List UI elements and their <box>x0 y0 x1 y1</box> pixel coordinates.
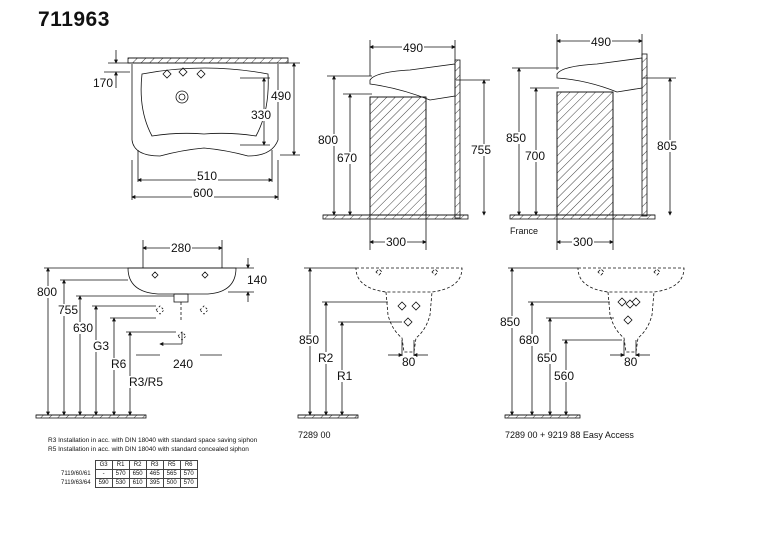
dim-300-side1: 300 <box>385 235 408 249</box>
dim-280: 280 <box>170 241 193 255</box>
side-view-2 <box>509 34 676 250</box>
label-france: France <box>510 226 539 236</box>
product-number: 711963 <box>38 8 110 31</box>
col-header: R6 <box>179 460 198 470</box>
label-r6: R6 <box>110 357 128 371</box>
table-cell: 565 <box>162 469 181 479</box>
dim-140: 140 <box>246 273 269 287</box>
dim-630-front: 630 <box>72 321 95 335</box>
col-header: R5 <box>162 460 181 470</box>
table-cell: 465 <box>145 469 164 479</box>
dim-80-mid: 80 <box>401 355 417 369</box>
front-elevation <box>35 240 254 419</box>
table-cell: 610 <box>128 478 147 488</box>
row-label: 7119/63/64 <box>61 480 91 486</box>
dim-800-front: 800 <box>36 285 59 299</box>
side-view-1 <box>322 40 490 250</box>
dim-800-side1: 800 <box>317 133 340 147</box>
dim-805-side2: 805 <box>656 139 679 153</box>
dim-490-side2: 490 <box>590 35 613 49</box>
row-label: 7119/60/61 <box>61 471 91 477</box>
table-cell: 590 <box>94 478 113 488</box>
dim-700-side2: 700 <box>524 149 547 163</box>
table-cell: 500 <box>162 478 181 488</box>
dim-330: 330 <box>250 108 273 122</box>
label-r1: R1 <box>336 369 354 383</box>
label-g3: G3 <box>92 339 111 353</box>
col-header: G3 <box>94 460 113 470</box>
dim-670-side1: 670 <box>336 151 359 165</box>
note-r5: R5 Installation in acc. with DIN 18040 w… <box>48 446 249 453</box>
dim-850-side2: 850 <box>505 131 528 145</box>
table-cell: 395 <box>145 478 164 488</box>
label-r2: R2 <box>317 351 335 365</box>
label-r3-r5: R3/R5 <box>128 375 165 389</box>
front-elevation-easy-access <box>504 267 685 419</box>
front-elevation-7289 <box>297 267 463 419</box>
table-cell: - <box>94 469 113 479</box>
dim-755-side1: 755 <box>470 143 493 157</box>
table-row: 7119/63/64 590 530 610 395 500 570 <box>58 478 198 488</box>
caption-7289: 7289 00 <box>298 430 331 440</box>
col-header: R3 <box>145 460 164 470</box>
note-r3: R3 Installation in acc. with DIN 18040 w… <box>48 437 258 444</box>
table-cell: 650 <box>128 469 147 479</box>
dim-490-side1: 490 <box>402 41 425 55</box>
caption-easy-access: 7289 00 + 9219 88 Easy Access <box>505 430 634 440</box>
basin-plan-view <box>104 50 300 200</box>
dim-600: 600 <box>192 186 215 200</box>
dim-490: 490 <box>270 89 293 103</box>
dim-680-right: 680 <box>518 333 541 347</box>
dim-650-right: 650 <box>536 351 559 365</box>
table-cell: 570 <box>111 469 130 479</box>
dim-755-front: 755 <box>57 303 80 317</box>
dim-170: 170 <box>92 76 115 90</box>
col-header: R2 <box>128 460 147 470</box>
table-cell: 570 <box>179 469 198 479</box>
dim-240: 240 <box>172 357 195 371</box>
dim-850-right: 850 <box>499 315 522 329</box>
table-row: 7119/60/61 - 570 650 465 565 570 <box>58 469 198 479</box>
table-cell: 570 <box>179 478 198 488</box>
dim-560-right: 560 <box>553 369 576 383</box>
table-cell: 530 <box>111 478 130 488</box>
dim-850-mid: 850 <box>298 333 321 347</box>
table-header-row: G3 R1 R2 R3 R5 R6 <box>58 460 198 470</box>
spec-table: G3 R1 R2 R3 R5 R6 7119/60/61 - 570 650 4… <box>58 460 198 488</box>
col-header: R1 <box>111 460 130 470</box>
dim-80-right: 80 <box>623 355 639 369</box>
dim-510: 510 <box>196 169 219 183</box>
dim-300-side2: 300 <box>572 235 595 249</box>
